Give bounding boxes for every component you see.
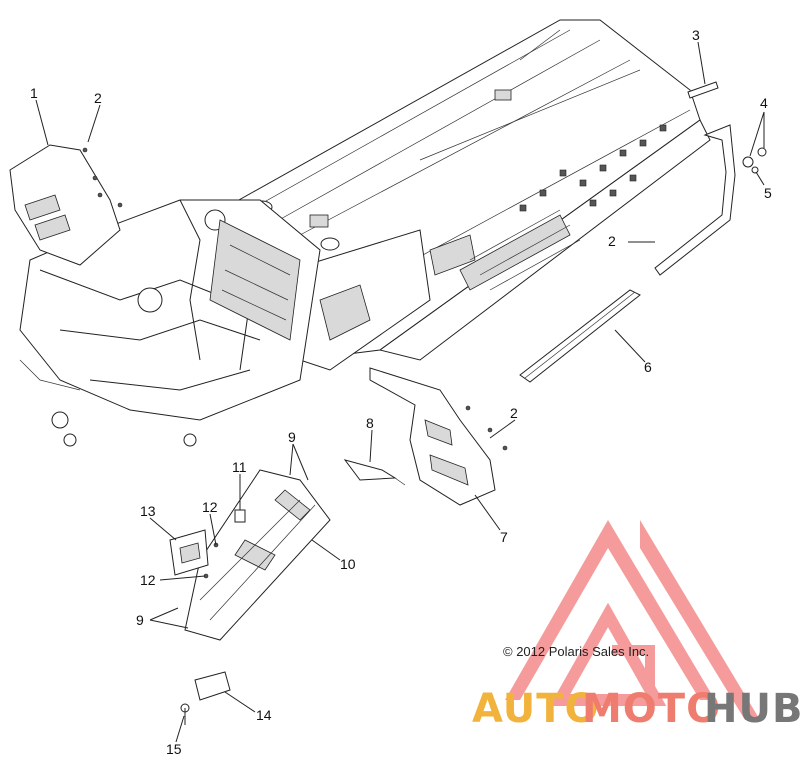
part-1-front-plate	[9, 144, 123, 266]
part-11-bolt	[234, 509, 246, 523]
part-14-clip	[194, 671, 231, 701]
callout-9: 9	[288, 429, 296, 445]
front-frame	[19, 199, 321, 447]
callout-12: 12	[202, 499, 218, 515]
callout-15: 15	[166, 741, 182, 757]
callout-13: 13	[140, 503, 156, 519]
watermark-auto: AUTO	[472, 686, 600, 732]
part-15-bolt	[180, 703, 190, 725]
rear-rail	[654, 124, 736, 276]
callout-8: 8	[366, 415, 374, 431]
watermark-logo	[505, 520, 760, 720]
chassis-tunnel	[229, 19, 711, 371]
callout-9: 9	[136, 612, 144, 628]
leader-lines	[35, 41, 765, 743]
copyright-text: © 2012 Polaris Sales Inc.	[503, 644, 649, 659]
callout-2: 2	[510, 405, 518, 421]
part-8-bracket	[343, 459, 406, 486]
callout-14: 14	[256, 707, 272, 723]
callout-12: 12	[140, 572, 156, 588]
part-7-plate	[369, 367, 508, 506]
watermark-hub: HUB	[704, 686, 800, 732]
callout-1: 1	[30, 85, 38, 101]
part-6-rail	[519, 289, 641, 383]
callout-10: 10	[340, 556, 356, 572]
callout-2: 2	[608, 233, 616, 249]
callout-3: 3	[692, 27, 700, 43]
callout-6: 6	[644, 359, 652, 375]
running-board-holes	[519, 124, 667, 212]
callout-2: 2	[94, 90, 102, 106]
part-3-bar	[687, 81, 719, 99]
part-4-5-fasteners	[742, 147, 767, 174]
callout-5: 5	[764, 185, 772, 201]
part-13-bracket	[169, 529, 209, 576]
callout-4: 4	[760, 95, 768, 111]
watermark-text: AUTO MOTO HUB	[472, 686, 800, 732]
callout-7: 7	[500, 529, 508, 545]
watermark-moto: MOTO	[582, 686, 721, 732]
callout-11: 11	[232, 459, 247, 475]
